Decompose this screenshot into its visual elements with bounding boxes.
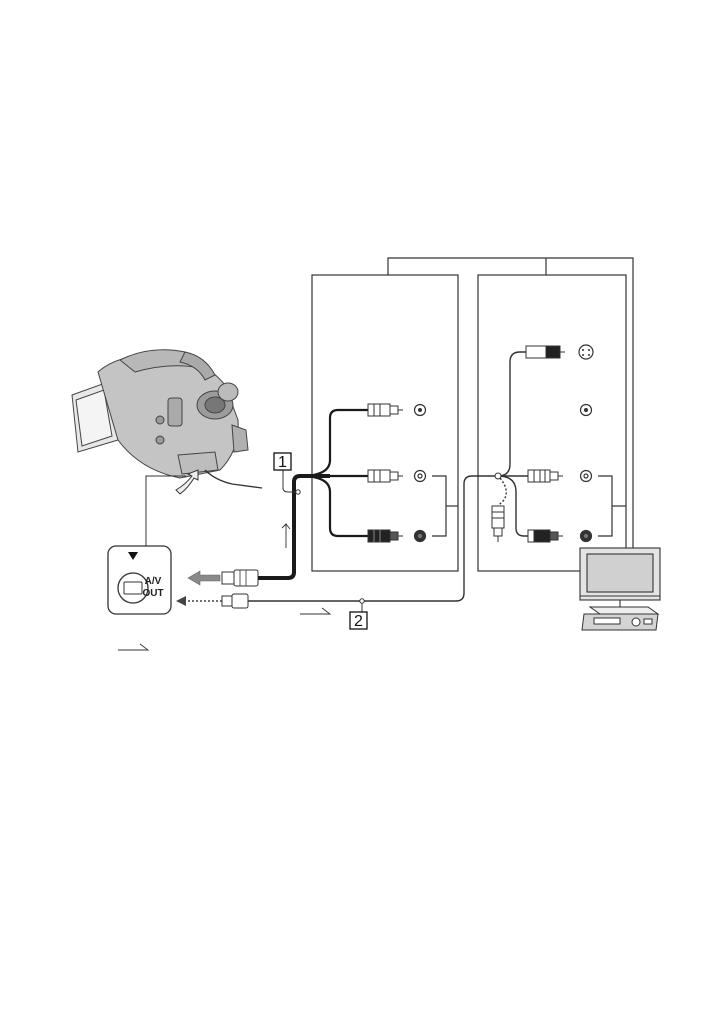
av-out-jack-inset: A/V OUT: [108, 546, 171, 614]
jack-label-av: A/V: [145, 576, 162, 587]
jack-label-out: OUT: [142, 588, 163, 599]
vcr-illustration: [582, 607, 658, 630]
inset-leader-lines: [146, 476, 186, 546]
svg-text:2: 2: [354, 613, 363, 630]
video-plug-optional: [492, 506, 504, 542]
tv-illustration: [580, 548, 660, 607]
s-video-jack-icon: [579, 345, 593, 359]
plugs-right: [526, 346, 565, 542]
insert-direction-dotted-arrow-icon: [176, 596, 222, 606]
camcorder-illustration: [72, 350, 262, 488]
insert-direction-arrow-icon: [188, 571, 220, 585]
svg-text:1: 1: [278, 454, 287, 471]
input-panel-left: [312, 275, 458, 571]
legend-signal-arrow-icon: [118, 644, 148, 650]
jacks-right: [579, 345, 626, 542]
rca-jacks-left: [415, 405, 459, 542]
callout-2: 2: [350, 612, 367, 630]
callout-1: 1: [274, 453, 291, 471]
signal-up-arrow-icon: [282, 524, 290, 548]
rca-plugs-left: [368, 404, 403, 542]
signal-right-arrow-icon: [300, 608, 330, 614]
